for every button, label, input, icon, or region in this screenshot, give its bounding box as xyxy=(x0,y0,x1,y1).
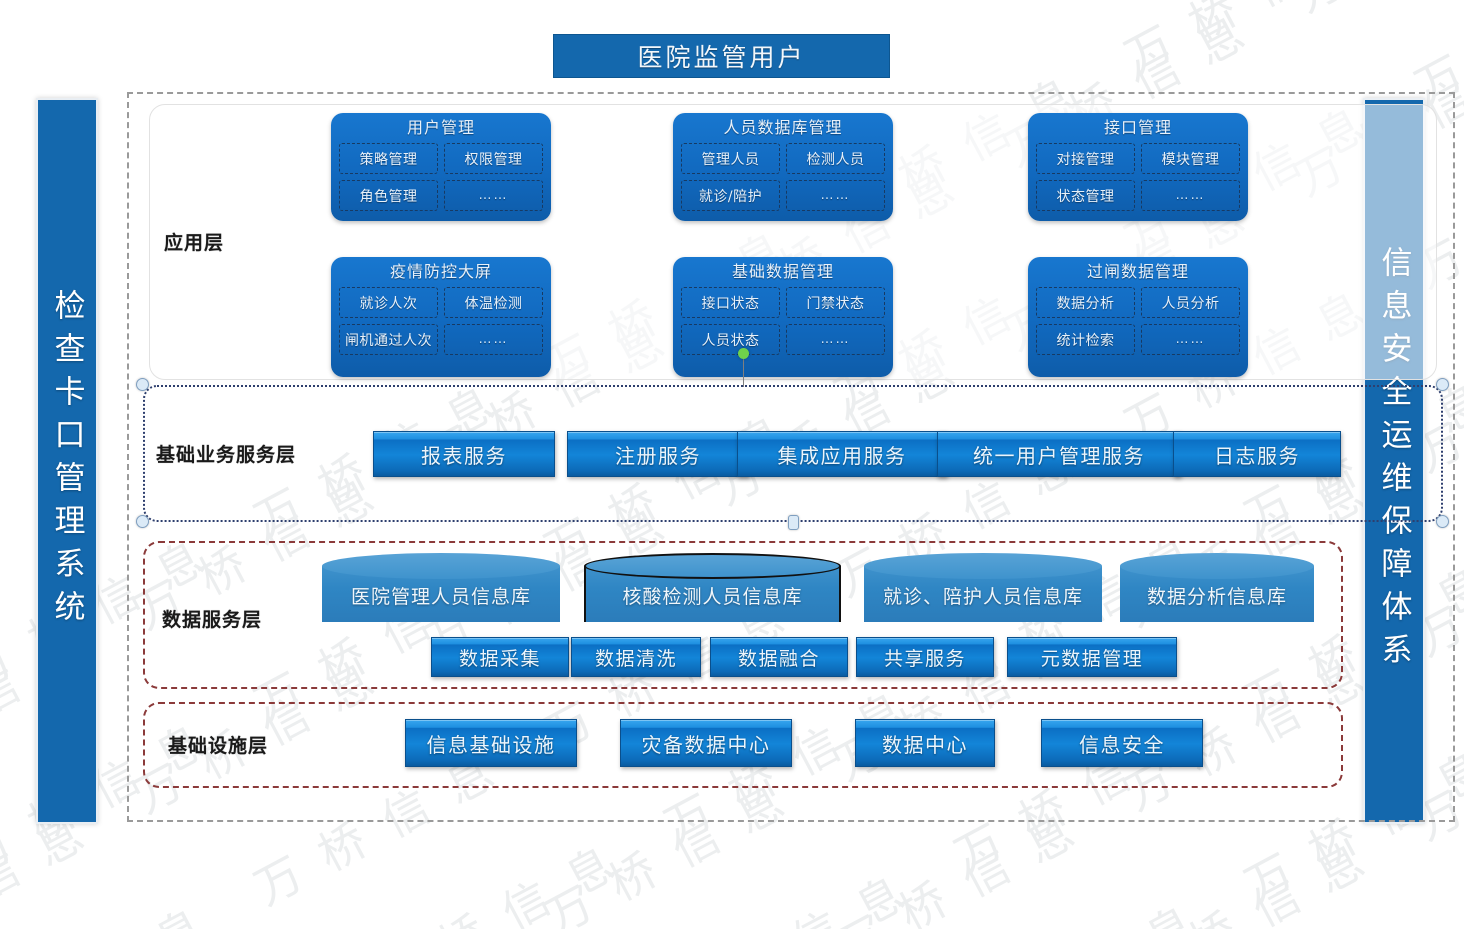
app-module-chip[interactable]: 检测人员 xyxy=(786,143,885,174)
cylinder-label: 核酸检测人员信息库 xyxy=(622,585,803,608)
pipeline-button[interactable]: 数据清洗 xyxy=(571,637,701,677)
app-module-chip[interactable]: 接口状态 xyxy=(681,287,780,318)
app-module-chip-grid: 接口状态门禁状态人员状态…… xyxy=(681,287,885,355)
app-module-title: 基础数据管理 xyxy=(731,262,834,281)
service-button[interactable]: 统一用户管理服务 xyxy=(937,431,1181,477)
service-button[interactable]: 报表服务 xyxy=(373,431,555,477)
app-module-chip[interactable]: 管理人员 xyxy=(681,143,780,174)
infrastructure-button[interactable]: 灾备数据中心 xyxy=(620,719,792,767)
database-cylinder[interactable]: 医院管理人员信息库 xyxy=(322,553,560,633)
pipeline-button[interactable]: 元数据管理 xyxy=(1007,637,1177,677)
app-module-chip[interactable]: 状态管理 xyxy=(1036,180,1135,211)
app-module-chip[interactable]: 角色管理 xyxy=(339,180,438,211)
app-module-card[interactable]: 人员数据库管理管理人员检测人员就诊/陪护…… xyxy=(673,113,893,221)
top-title-text: 医院监管用户 xyxy=(637,43,806,72)
app-module-title: 人员数据库管理 xyxy=(723,118,843,137)
outer-dashed-frame xyxy=(127,92,1455,822)
connector-green-dot xyxy=(738,348,749,359)
app-module-chip[interactable]: 闸机通过人次 xyxy=(339,324,438,355)
app-module-chip[interactable]: 就诊/陪护 xyxy=(681,180,780,211)
app-module-title: 疫情防控大屏 xyxy=(389,262,492,281)
infrastructure-button[interactable]: 信息安全 xyxy=(1041,719,1203,767)
infrastructure-layer-label: 基础设施层 xyxy=(168,735,269,757)
service-button[interactable]: 日志服务 xyxy=(1173,431,1341,477)
infrastructure-button[interactable]: 信息基础设施 xyxy=(405,719,577,767)
app-module-chip[interactable]: …… xyxy=(1141,324,1240,355)
app-module-chip-grid: 对接管理模块管理状态管理…… xyxy=(1036,143,1240,211)
pipeline-button[interactable]: 数据融合 xyxy=(710,637,848,677)
basic-service-layer-label: 基础业务服务层 xyxy=(156,444,297,466)
cylinder-label: 医院管理人员信息库 xyxy=(350,585,531,608)
service-button[interactable]: 集成应用服务 xyxy=(737,431,947,477)
app-module-chip[interactable]: …… xyxy=(444,180,543,211)
infrastructure-layer-container xyxy=(143,702,1343,788)
app-module-card[interactable]: 基础数据管理接口状态门禁状态人员状态…… xyxy=(673,257,893,377)
top-title-banner: 医院监管用户 xyxy=(553,34,890,78)
app-module-chip[interactable]: 统计检索 xyxy=(1036,324,1135,355)
data-service-layer-container xyxy=(143,541,1343,689)
app-module-chip[interactable]: …… xyxy=(786,180,885,211)
app-module-chip[interactable]: 权限管理 xyxy=(444,143,543,174)
selection-handle-bottom-left[interactable] xyxy=(136,515,149,528)
cylinder-top-ellipse xyxy=(584,553,841,579)
cylinder-label: 就诊、陪护人员信息库 xyxy=(882,585,1083,608)
app-module-card[interactable]: 疫情防控大屏就诊人次体温检测闸机通过人次…… xyxy=(331,257,551,377)
left-banner-text: 检查卡口管理系统 xyxy=(48,289,85,633)
pipeline-button[interactable]: 数据采集 xyxy=(431,637,569,677)
database-cylinder[interactable]: 核酸检测人员信息库 xyxy=(584,553,841,633)
app-module-title: 过闸数据管理 xyxy=(1086,262,1189,281)
app-module-chip-grid: 数据分析人员分析统计检索…… xyxy=(1036,287,1240,355)
app-module-card[interactable]: 过闸数据管理数据分析人员分析统计检索…… xyxy=(1028,257,1248,377)
app-module-chip[interactable]: 人员分析 xyxy=(1141,287,1240,318)
app-module-chip[interactable]: 数据分析 xyxy=(1036,287,1135,318)
selection-handle-bottom-right[interactable] xyxy=(1436,515,1449,528)
app-module-chip[interactable]: 就诊人次 xyxy=(339,287,438,318)
application-layer-label: 应用层 xyxy=(164,232,225,254)
app-module-title: 接口管理 xyxy=(1103,118,1172,137)
app-module-chip-grid: 就诊人次体温检测闸机通过人次…… xyxy=(339,287,543,355)
cylinder-top-ellipse xyxy=(864,553,1102,579)
cylinder-label: 数据分析信息库 xyxy=(1146,585,1287,608)
service-button[interactable]: 注册服务 xyxy=(567,431,749,477)
app-module-chip-grid: 管理人员检测人员就诊/陪护…… xyxy=(681,143,885,211)
selection-handle-top-left[interactable] xyxy=(136,378,149,391)
app-module-chip[interactable]: 模块管理 xyxy=(1141,143,1240,174)
connector-line xyxy=(743,358,744,387)
app-module-chip-grid: 策略管理权限管理角色管理…… xyxy=(339,143,543,211)
cylinder-top-ellipse xyxy=(1120,553,1314,579)
app-module-chip[interactable]: …… xyxy=(444,324,543,355)
app-module-chip[interactable]: …… xyxy=(1141,180,1240,211)
app-module-chip[interactable]: 对接管理 xyxy=(1036,143,1135,174)
app-module-chip[interactable]: 体温检测 xyxy=(444,287,543,318)
app-module-chip[interactable]: …… xyxy=(786,324,885,355)
database-cylinder[interactable]: 数据分析信息库 xyxy=(1120,553,1314,633)
left-vertical-banner: 检查卡口管理系统 xyxy=(36,98,98,824)
selection-handle-top-right[interactable] xyxy=(1436,378,1449,391)
app-module-chip[interactable]: 门禁状态 xyxy=(786,287,885,318)
app-module-chip[interactable]: 策略管理 xyxy=(339,143,438,174)
app-module-card[interactable]: 接口管理对接管理模块管理状态管理…… xyxy=(1028,113,1248,221)
app-module-card[interactable]: 用户管理策略管理权限管理角色管理…… xyxy=(331,113,551,221)
data-service-layer-label: 数据服务层 xyxy=(162,609,263,631)
pipeline-button[interactable]: 共享服务 xyxy=(856,637,994,677)
selection-handle-bottom-center[interactable] xyxy=(788,515,799,530)
cylinder-top-ellipse xyxy=(322,553,560,579)
app-module-chip[interactable]: 人员状态 xyxy=(681,324,780,355)
app-module-title: 用户管理 xyxy=(406,118,475,137)
database-cylinder[interactable]: 就诊、陪护人员信息库 xyxy=(864,553,1102,633)
infrastructure-button[interactable]: 数据中心 xyxy=(855,719,995,767)
